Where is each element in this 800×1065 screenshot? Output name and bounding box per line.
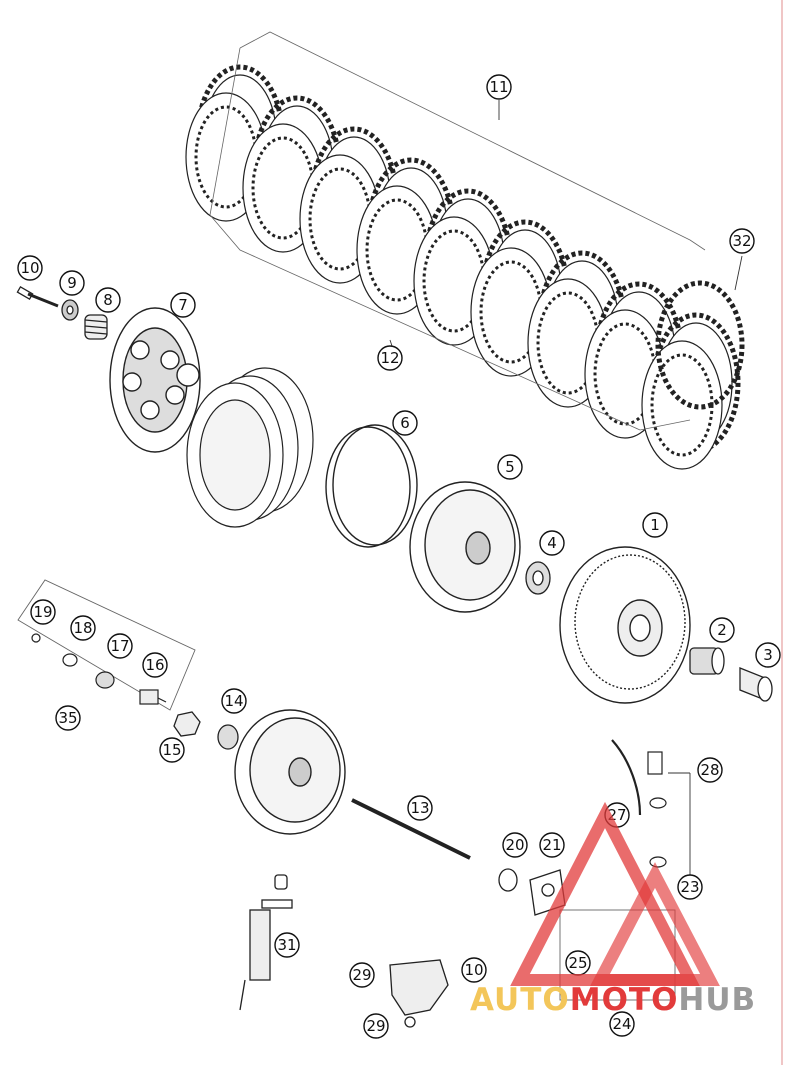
callout-6: 6	[400, 414, 410, 432]
repair-kit-box	[17, 579, 196, 711]
callout-15-circle	[159, 737, 185, 763]
callout-21: 21	[542, 836, 561, 854]
callout-7-circle	[170, 292, 196, 318]
callout-20-circle	[502, 832, 528, 858]
bolt-washer-spring	[16, 286, 108, 340]
callout-10: 10	[20, 259, 39, 277]
callout-3-circle	[755, 642, 781, 668]
callout-14: 14	[224, 692, 243, 710]
clutch-cover	[389, 959, 449, 1028]
clutch-basket	[559, 546, 691, 704]
callout-29: 29	[366, 1017, 385, 1035]
callout-9-circle	[59, 270, 85, 296]
callout-21-circle	[539, 832, 565, 858]
callout-35: 35	[58, 709, 77, 727]
friction-plate-last	[655, 280, 745, 410]
callout-19: 19	[33, 603, 52, 621]
callout-17: 17	[110, 637, 129, 655]
callout-5: 5	[505, 458, 515, 476]
callout-28-circle	[697, 757, 723, 783]
callout-25: 25	[568, 954, 587, 972]
primary-gear	[234, 709, 346, 835]
watermark-part-1: AUTO	[470, 982, 570, 1018]
callout-10-circle	[17, 255, 43, 281]
callout-29-circle	[363, 1013, 389, 1039]
callout-35-circle	[55, 705, 81, 731]
watermark-text: AUTOMOTOHUB	[470, 982, 756, 1018]
inner-clutch-hub	[409, 481, 521, 613]
callout-23: 23	[680, 878, 699, 896]
callout-12-circle	[377, 345, 403, 371]
callout-16-circle	[142, 652, 168, 678]
callout-18: 18	[73, 619, 92, 637]
callout-8: 8	[103, 291, 113, 309]
callout-4: 4	[547, 534, 557, 552]
callout-10-circle	[461, 957, 487, 983]
callout-29: 29	[352, 966, 371, 984]
watermark-part-3: HUB	[678, 982, 757, 1018]
callout-31: 31	[277, 936, 296, 954]
plates-envelope	[209, 31, 706, 431]
callout-13: 13	[410, 799, 429, 817]
clutch-pack	[186, 367, 314, 528]
callout-24-circle	[609, 1011, 635, 1037]
callout-7: 7	[178, 296, 188, 314]
callout-13-circle	[407, 795, 433, 821]
callout-8-circle	[95, 287, 121, 313]
callout-17-circle	[107, 633, 133, 659]
callout-18-circle	[70, 615, 96, 641]
callout-16: 16	[145, 656, 164, 674]
kit-parts	[31, 633, 167, 705]
slave-cylinder-tool	[239, 874, 293, 1011]
callout-1: 1	[650, 516, 660, 534]
callout-4-circle	[539, 530, 565, 556]
leader-lines	[389, 100, 743, 875]
hydraulic-line	[611, 739, 667, 868]
callout-15: 15	[162, 741, 181, 759]
callout-32: 32	[732, 232, 751, 250]
callout-12: 12	[380, 349, 399, 367]
callout-32-circle	[729, 228, 755, 254]
callout-5-circle	[497, 454, 523, 480]
pressure-plate	[109, 307, 201, 453]
callout-11-circle	[486, 74, 512, 100]
watermark-logo-icon	[510, 801, 720, 986]
callout-23-circle	[677, 874, 703, 900]
callout-20: 20	[505, 836, 524, 854]
callout-10: 10	[464, 961, 483, 979]
needle-bearing-bushing	[689, 647, 773, 702]
thrust-washer	[525, 561, 551, 595]
watermark-part-2: MOTO	[569, 982, 679, 1018]
callout-14-circle	[221, 688, 247, 714]
nut-lockwasher	[173, 711, 239, 750]
callout-11: 11	[489, 78, 508, 96]
retaining-ring	[325, 424, 418, 548]
callout-24: 24	[612, 1015, 631, 1033]
callout-28: 28	[700, 761, 719, 779]
callout-2-circle	[709, 617, 735, 643]
callout-3: 3	[763, 646, 773, 664]
callout-29-circle	[349, 962, 375, 988]
callout-1-circle	[642, 512, 668, 538]
push-rod	[351, 798, 471, 860]
callout-6-circle	[392, 410, 418, 436]
clutch-plates-stack	[185, 64, 745, 470]
callout-2: 2	[717, 621, 727, 639]
callout-9: 9	[67, 274, 77, 292]
callout-19-circle	[30, 599, 56, 625]
callout-31-circle	[274, 932, 300, 958]
